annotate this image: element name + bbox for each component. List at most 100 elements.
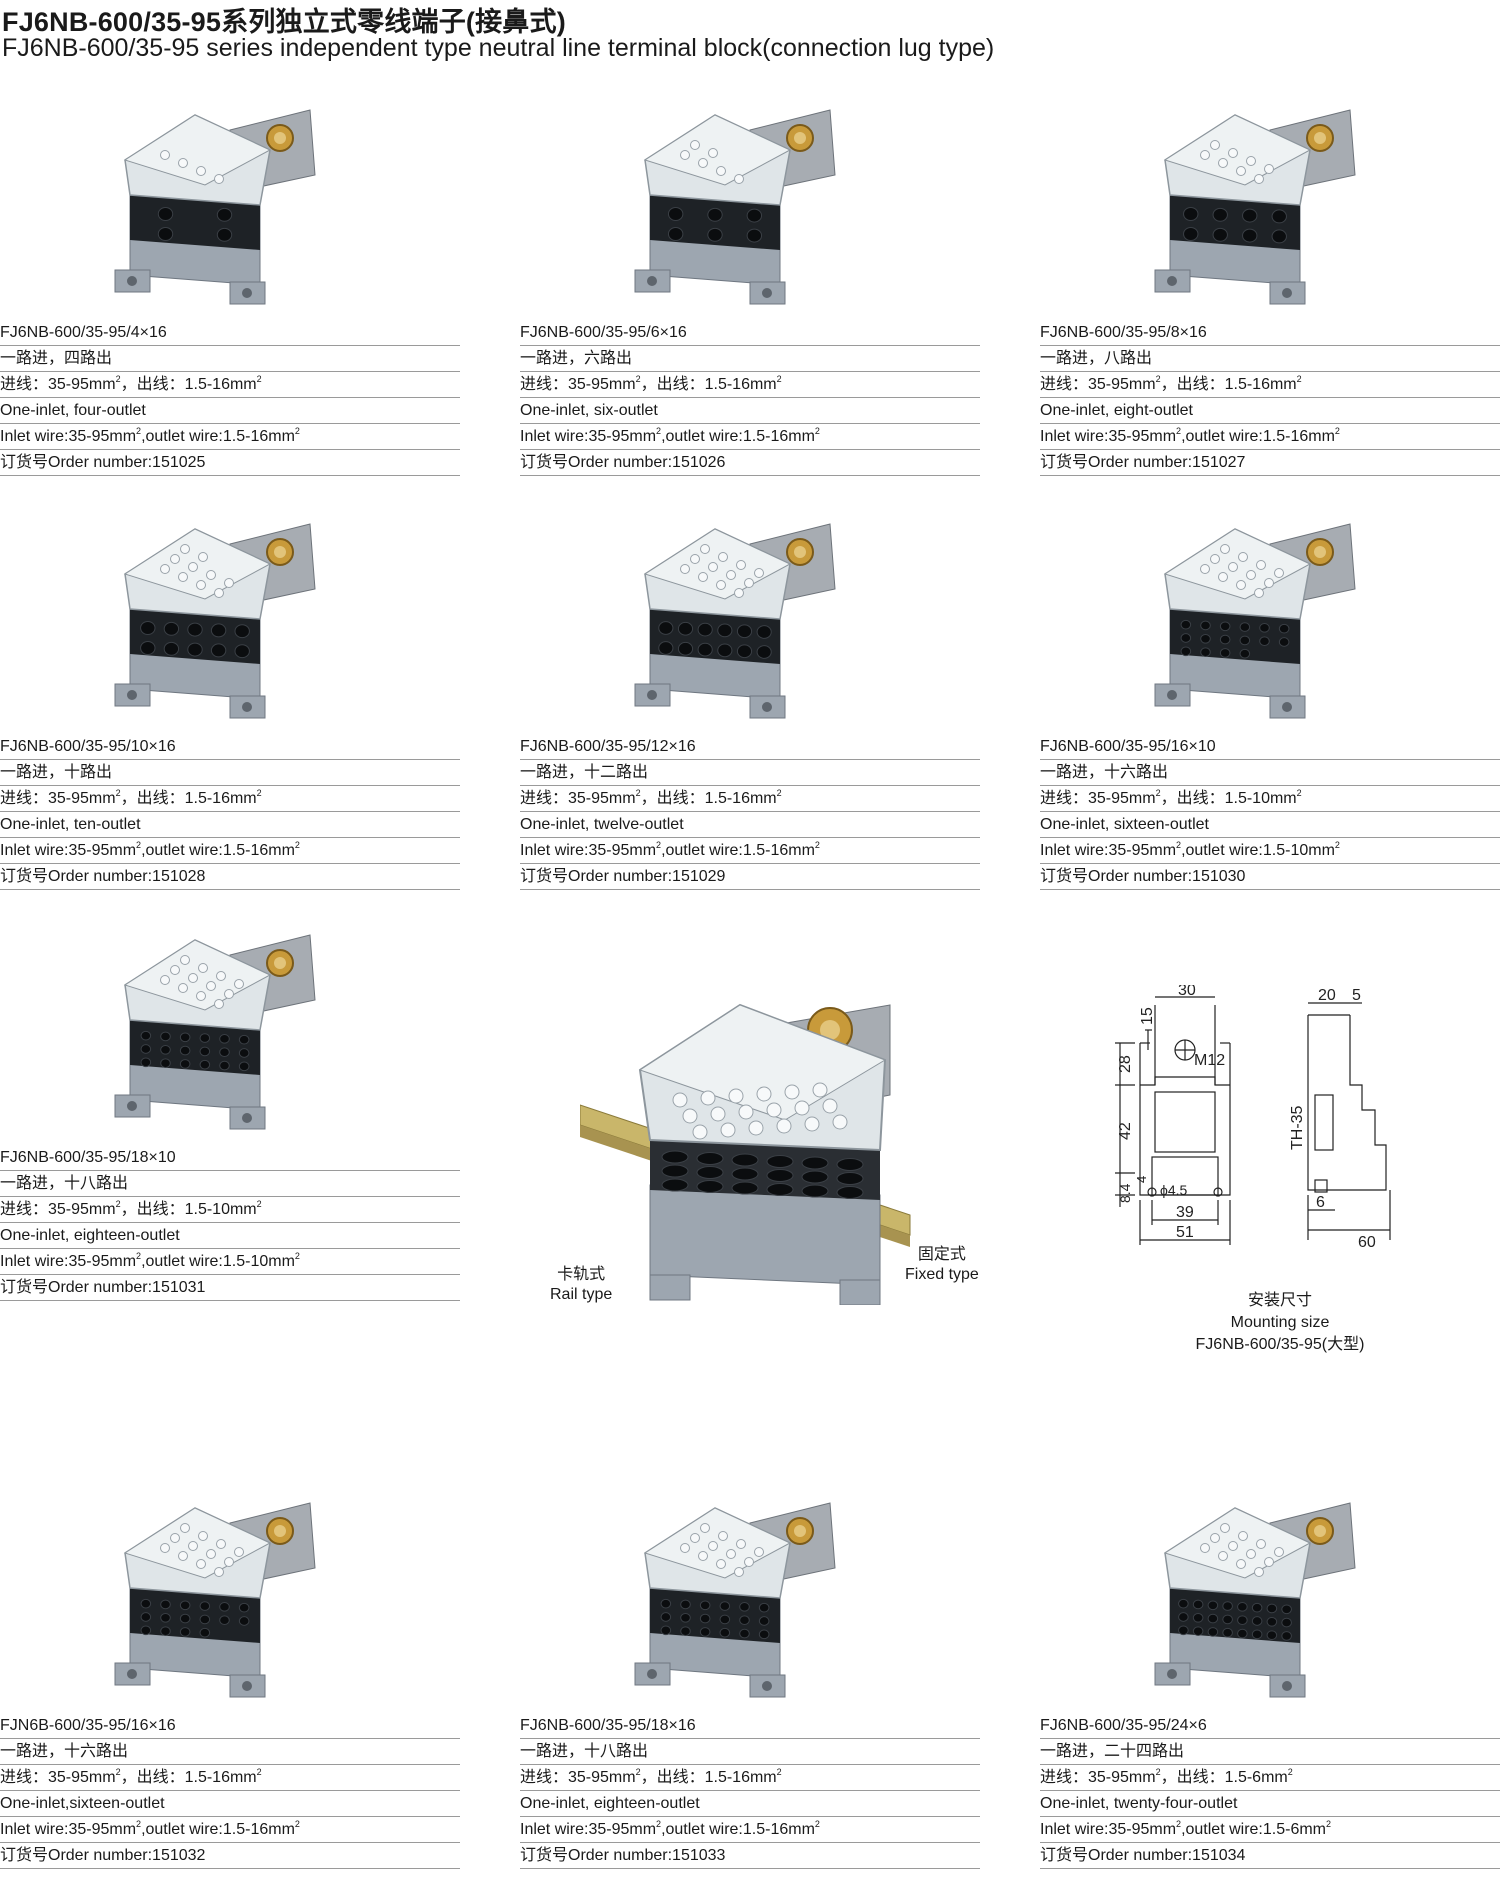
dim-60: 60 (1358, 1234, 1376, 1251)
terminal-block-icon (634, 109, 836, 305)
dim-28: 28 (1117, 1055, 1134, 1073)
order-number: 订货号Order number:151029 (520, 864, 980, 890)
mounting-size-caption: 安装尺寸 Mounting size FJ6NB-600/35-95(大型) (1195, 1292, 1365, 1353)
product-photo (1040, 514, 1500, 734)
dim-8-4: 8.4 (1117, 1183, 1133, 1203)
terminal-block-icon (114, 934, 316, 1130)
wire-spec-en: Inlet wire:35-95mm2,outlet wire:1.5-6mm2 (1040, 1817, 1500, 1843)
outlet-desc-cn: 一路进，十八路出 (520, 1739, 980, 1765)
wire-spec-cn: 进线：35-95mm2，出线：1.5-16mm2 (520, 1765, 980, 1791)
product-photo (0, 925, 460, 1145)
dim-m12: M12 (1194, 1052, 1225, 1069)
product-model: FJ6NB-600/35-95/18×16 (520, 1713, 980, 1739)
product-model: FJ6NB-600/35-95/8×16 (1040, 320, 1500, 346)
outlet-desc-en: One-inlet, eighteen-outlet (520, 1791, 980, 1817)
page-title-cn: FJ6NB-600/35-95系列独立式零线端子(接鼻式) (2, 7, 566, 37)
product-model: FJ6NB-600/35-95/16×10 (1040, 734, 1500, 760)
order-number: 订货号Order number:151030 (1040, 864, 1500, 890)
terminal-block-illustration (579, 1003, 911, 1306)
product-model: FJN6B-600/35-95/16×16 (0, 1713, 460, 1739)
wire-spec-cn: 进线：35-95mm2，出线：1.5-16mm2 (520, 372, 980, 398)
outlet-desc-en: One-inlet, ten-outlet (0, 812, 460, 838)
wire-spec-en: Inlet wire:35-95mm2,outlet wire:1.5-16mm… (0, 838, 460, 864)
outlet-desc-cn: 一路进，十路出 (0, 760, 460, 786)
outlet-desc-en: One-inlet, eighteen-outlet (0, 1223, 460, 1249)
wire-spec-cn: 进线：35-95mm2，出线：1.5-16mm2 (1040, 372, 1500, 398)
terminal-block-icon (1154, 523, 1356, 719)
terminal-block-icon (634, 1502, 836, 1698)
terminal-block-icon (634, 523, 836, 719)
fixed-type-caption: 固定式 Fixed type (905, 1246, 979, 1283)
page-title-en: FJ6NB-600/35-95 series independent type … (2, 34, 995, 62)
wire-spec-en: Inlet wire:35-95mm2,outlet wire:1.5-16mm… (520, 1817, 980, 1843)
wire-spec-cn: 进线：35-95mm2，出线：1.5-6mm2 (1040, 1765, 1500, 1791)
outlet-desc-cn: 一路进，六路出 (520, 346, 980, 372)
product-photo (1040, 100, 1500, 320)
wire-spec-en: Inlet wire:35-95mm2,outlet wire:1.5-16mm… (0, 1817, 460, 1843)
order-number: 订货号Order number:151026 (520, 450, 980, 476)
dim-39: 39 (1176, 1204, 1194, 1221)
dim-15: 15 (1139, 1007, 1156, 1025)
outlet-desc-cn: 一路进，十六路出 (1040, 760, 1500, 786)
outlet-desc-cn: 一路进，二十四路出 (1040, 1739, 1500, 1765)
product-model: FJ6NB-600/35-95/24×6 (1040, 1713, 1500, 1739)
dim-4: 4 (1134, 1176, 1149, 1183)
outlet-desc-en: One-inlet, six-outlet (520, 398, 980, 424)
order-number: 订货号Order number:151034 (1040, 1843, 1500, 1869)
outlet-desc-cn: 一路进，四路出 (0, 346, 460, 372)
wire-spec-en: Inlet wire:35-95mm2,outlet wire:1.5-16mm… (1040, 424, 1500, 450)
outlet-desc-cn: 一路进，十八路出 (0, 1171, 460, 1197)
wire-spec-cn: 进线：35-95mm2，出线：1.5-10mm2 (0, 1197, 460, 1223)
mounting-size-drawing: 30 15 28 M12 42 4 8.4 ϕ4.5 39 51 20 5 TH… (1090, 982, 1450, 1280)
outlet-desc-en: One-inlet, sixteen-outlet (1040, 812, 1500, 838)
outlet-desc-en: One-inlet, four-outlet (0, 398, 460, 424)
dim-5: 5 (1352, 987, 1361, 1004)
wire-spec-cn: 进线：35-95mm2，出线：1.5-10mm2 (1040, 786, 1500, 812)
order-number: 订货号Order number:151025 (0, 450, 460, 476)
terminal-block-icon (114, 109, 316, 305)
dim-30: 30 (1178, 985, 1196, 999)
product-model: FJ6NB-600/35-95/10×16 (0, 734, 460, 760)
wire-spec-cn: 进线：35-95mm2，出线：1.5-16mm2 (0, 1765, 460, 1791)
outlet-desc-en: One-inlet, twenty-four-outlet (1040, 1791, 1500, 1817)
product-model: FJ6NB-600/35-95/6×16 (520, 320, 980, 346)
product-photo (1040, 1493, 1500, 1713)
outlet-desc-en: One-inlet,sixteen-outlet (0, 1791, 460, 1817)
terminal-block-icon (1154, 109, 1356, 305)
product-model: FJ6NB-600/35-95/12×16 (520, 734, 980, 760)
dim-42: 42 (1117, 1122, 1134, 1140)
wire-spec-cn: 进线：35-95mm2，出线：1.5-16mm2 (520, 786, 980, 812)
product-model: FJ6NB-600/35-95/4×16 (0, 320, 460, 346)
order-number: 订货号Order number:151032 (0, 1843, 460, 1869)
outlet-desc-cn: 一路进，八路出 (1040, 346, 1500, 372)
order-number: 订货号Order number:151027 (1040, 450, 1500, 476)
order-number: 订货号Order number:151028 (0, 864, 460, 890)
order-number: 订货号Order number:151033 (520, 1843, 980, 1869)
dim-51: 51 (1176, 1224, 1194, 1241)
outlet-desc-en: One-inlet, twelve-outlet (520, 812, 980, 838)
product-photo (0, 100, 460, 320)
dim-20: 20 (1318, 987, 1336, 1004)
wire-spec-cn: 进线：35-95mm2，出线：1.5-16mm2 (0, 786, 460, 812)
wire-spec-cn: 进线：35-95mm2，出线：1.5-16mm2 (0, 372, 460, 398)
terminal-block-icon (1154, 1502, 1356, 1698)
wire-spec-en: Inlet wire:35-95mm2,outlet wire:1.5-10mm… (1040, 838, 1500, 864)
product-photo (520, 514, 980, 734)
dim-hole-4-5: ϕ4.5 (1160, 1182, 1188, 1198)
terminal-block-large-photo (579, 985, 940, 1310)
wire-spec-en: Inlet wire:35-95mm2,outlet wire:1.5-16mm… (0, 424, 460, 450)
outlet-desc-cn: 一路进，十六路出 (0, 1739, 460, 1765)
